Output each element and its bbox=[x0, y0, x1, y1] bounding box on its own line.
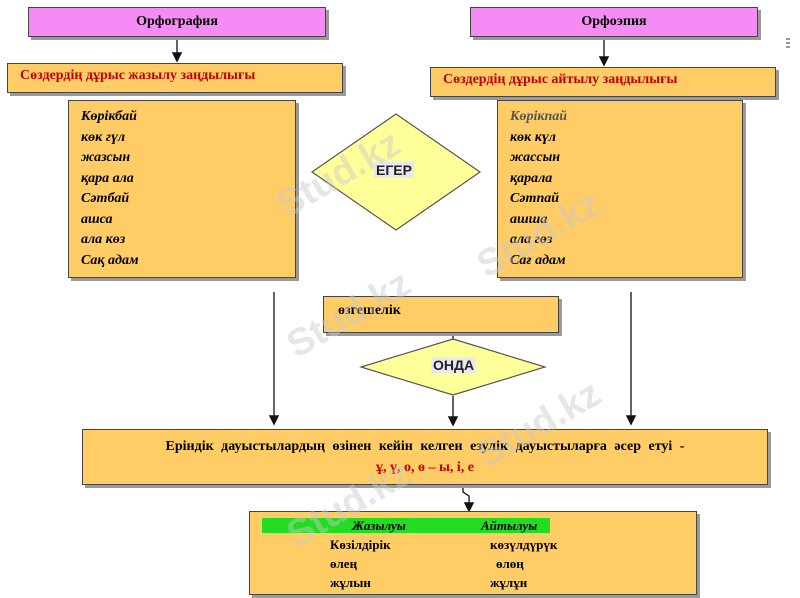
spoken-word: Сағ адам bbox=[510, 252, 566, 268]
written-cell: жұлын bbox=[330, 575, 371, 590]
table-row: жұлын жұлұн bbox=[330, 575, 527, 591]
feature-text: өзгешелік bbox=[338, 303, 401, 318]
written-word: ашса bbox=[81, 211, 113, 227]
header-written: Жазылуы bbox=[352, 518, 406, 533]
header-spoken: Айтылуы bbox=[481, 518, 538, 533]
spoken-words-box: Көрікпай көк күл жассын қарала Сәтпай аш… bbox=[497, 100, 743, 278]
written-word: көк гүл bbox=[81, 129, 126, 145]
spoken-word: көк күл bbox=[510, 129, 556, 145]
spoken-word: қарала bbox=[510, 170, 553, 186]
written-word: жазсын bbox=[81, 150, 131, 165]
spoken-cell: өлөң bbox=[496, 556, 524, 571]
orthography-header-text: Орфография bbox=[136, 14, 218, 29]
written-word: ала көз bbox=[81, 232, 126, 247]
then-diamond: ОНДА bbox=[359, 337, 547, 397]
table-row: Көзілдірік көзүлдүрүк bbox=[330, 537, 557, 553]
pronunciation-rule-box: Сөздердің дұрыс айтылу заңдылығы bbox=[430, 67, 776, 97]
written-cell: Көзілдірік bbox=[330, 537, 391, 552]
spoken-word: Сәтпай bbox=[510, 191, 560, 206]
scroll-marker bbox=[786, 38, 790, 50]
writing-rule-box: Сөздердің дұрыс жазылу заңдылығы bbox=[7, 63, 343, 93]
orthography-header: Орфография bbox=[28, 7, 326, 37]
if-diamond: ЕГЕР bbox=[310, 112, 482, 232]
table-header-row: Жазылуы Айтылуы bbox=[262, 518, 550, 533]
conclusion-text: Еріндік дауыстылардың өзінен кейін келге… bbox=[165, 439, 685, 454]
written-word: қара ала bbox=[81, 170, 134, 186]
examples-table: Жазылуы Айтылуы Көзілдірік көзүлдүрүк өл… bbox=[249, 511, 697, 595]
written-word: Сәтбай bbox=[81, 191, 130, 206]
orthoepy-header-text: Орфоэпия bbox=[581, 14, 647, 29]
written-word: Көрікбай bbox=[81, 109, 137, 124]
writing-rule-text: Сөздердің дұрыс жазылу заңдылығы bbox=[20, 68, 256, 83]
spoken-cell: жұлұн bbox=[490, 575, 528, 590]
written-word: Сақ адам bbox=[81, 252, 139, 268]
spoken-word: жассын bbox=[510, 150, 561, 165]
conclusion-box: Еріндік дауыстылардың өзінен кейін келге… bbox=[82, 429, 768, 485]
spoken-word: ашша bbox=[510, 211, 548, 227]
then-diamond-label: ОНДА bbox=[431, 357, 477, 373]
written-cell: өлең bbox=[330, 556, 358, 571]
spoken-word: ала гөз bbox=[510, 232, 553, 247]
spoken-word: Көрікпай bbox=[510, 109, 568, 124]
table-row: өлең өлөң bbox=[330, 556, 524, 572]
pronunciation-rule-text: Сөздердің дұрыс айтылу заңдылығы bbox=[443, 72, 678, 87]
conclusion-vowels: ұ, ү, о, ө – ы, і, е bbox=[375, 460, 475, 475]
arrow-conclusion bbox=[462, 484, 475, 513]
orthoepy-header: Орфоэпия bbox=[470, 7, 758, 37]
spoken-cell: көзүлдүрүк bbox=[490, 537, 558, 552]
written-words-box: Көрікбай көк гүл жазсын қара ала Сәтбай … bbox=[68, 100, 296, 278]
feature-box: өзгешелік bbox=[323, 296, 559, 333]
if-diamond-label: ЕГЕР bbox=[374, 162, 414, 178]
